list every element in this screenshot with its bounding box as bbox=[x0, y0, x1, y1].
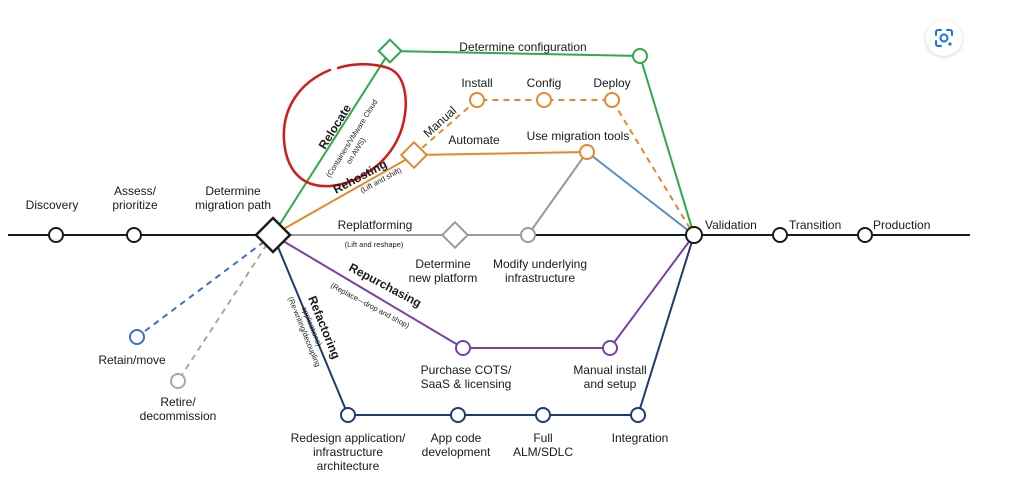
redesign-label-line1: Redesign application/ bbox=[291, 431, 406, 445]
migration-tools-node bbox=[579, 144, 595, 160]
production-label: Production bbox=[873, 218, 930, 232]
determine-path-label-line2: migration path bbox=[195, 198, 271, 212]
relocate-decision-node bbox=[377, 38, 403, 64]
refactor-path bbox=[272, 234, 695, 416]
retire-node bbox=[170, 373, 186, 389]
alm-label-line1: Full bbox=[533, 431, 552, 445]
purchase-cots-node bbox=[455, 340, 471, 356]
deploy-node bbox=[604, 92, 620, 108]
purchase-cots-label-line2: SaaS & licensing bbox=[421, 377, 512, 391]
app-code-label-line1: App code bbox=[431, 431, 482, 445]
relocate-config-node bbox=[632, 48, 648, 64]
retain-label: Retain/move bbox=[98, 353, 166, 367]
assess-label-line1: Assess/ bbox=[114, 184, 157, 198]
migration-tools-label: Use migration tools bbox=[527, 129, 630, 143]
redesign-label-line2: infrastructure bbox=[313, 445, 383, 459]
install-label: Install bbox=[461, 76, 492, 90]
manual-install-node bbox=[602, 340, 618, 356]
relocate-annotation-circle bbox=[282, 63, 407, 188]
discovery-node bbox=[48, 227, 64, 243]
rehost-manual-path bbox=[413, 99, 695, 236]
redesign-node bbox=[340, 407, 356, 423]
modify-infrastructure-node bbox=[520, 227, 536, 243]
manual-install-label-line2: and setup bbox=[584, 377, 637, 391]
integration-node bbox=[630, 407, 646, 423]
config-node bbox=[536, 92, 552, 108]
retain-path bbox=[136, 234, 274, 338]
modify-to-tools-path bbox=[527, 151, 588, 236]
new-platform-node bbox=[440, 220, 470, 250]
google-lens-icon bbox=[935, 29, 953, 47]
tools-to-validation-path bbox=[586, 151, 695, 236]
rehost-automate-label: Automate bbox=[448, 133, 500, 147]
rehost-decision-node bbox=[399, 140, 429, 170]
validation-node bbox=[685, 226, 703, 244]
retire-label-line1: Retire/ bbox=[160, 395, 196, 409]
modify-infrastructure-label-line2: infrastructure bbox=[505, 271, 575, 285]
modify-infrastructure-label-line1: Modify underlying bbox=[493, 257, 587, 271]
retire-label-line2: decommission bbox=[140, 409, 217, 423]
assess-node bbox=[126, 227, 142, 243]
new-platform-label-line1: Determine bbox=[415, 257, 471, 271]
alm-node bbox=[535, 407, 551, 423]
integration-label: Integration bbox=[612, 431, 669, 445]
retire-path bbox=[177, 234, 274, 382]
google-lens-button[interactable] bbox=[926, 20, 962, 56]
relocate-path bbox=[272, 49, 695, 236]
deploy-label: Deploy bbox=[593, 76, 630, 90]
app-code-node bbox=[450, 407, 466, 423]
purchase-cots-label-line1: Purchase COTS/ bbox=[421, 363, 512, 377]
production-node bbox=[857, 227, 873, 243]
relocate-config-label: Determine configuration bbox=[459, 40, 586, 54]
redesign-label-line3: architecture bbox=[317, 459, 380, 473]
alm-label-line2: ALM/SDLC bbox=[513, 445, 573, 459]
manual-install-label-line1: Manual install bbox=[573, 363, 646, 377]
assess-label-line2: prioritize bbox=[112, 198, 158, 212]
transition-node bbox=[772, 227, 788, 243]
determine-path-label-line1: Determine bbox=[205, 184, 261, 198]
config-label: Config bbox=[527, 76, 562, 90]
repurchase-path bbox=[272, 234, 695, 349]
rehost-path bbox=[272, 154, 415, 236]
new-platform-label-line2: new platform bbox=[409, 271, 478, 285]
retain-node bbox=[129, 329, 145, 345]
rehost-automate-path bbox=[413, 151, 588, 156]
determine-path-node bbox=[254, 216, 292, 254]
replatform-title: Replatforming bbox=[338, 218, 413, 232]
install-node bbox=[469, 92, 485, 108]
replatform-sub: (Lift and reshape) bbox=[345, 240, 404, 249]
transition-label: Transition bbox=[789, 218, 841, 232]
discovery-label: Discovery bbox=[26, 198, 79, 212]
app-code-label-line2: development bbox=[422, 445, 491, 459]
validation-label: Validation bbox=[705, 218, 757, 232]
